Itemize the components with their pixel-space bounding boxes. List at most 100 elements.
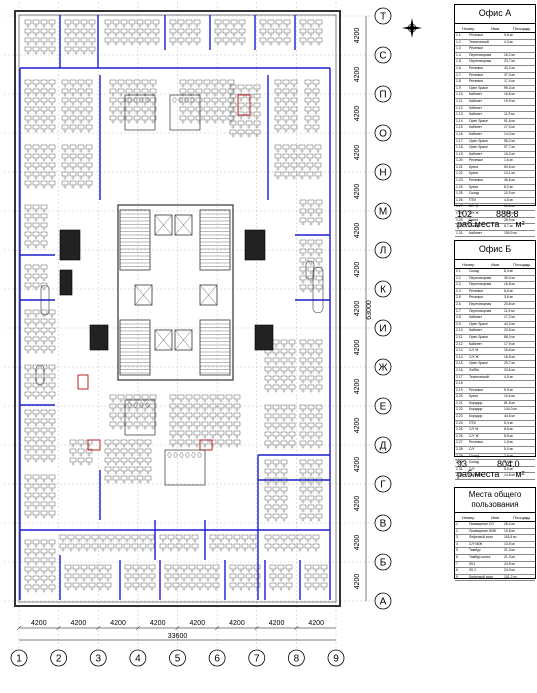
desk (307, 459, 315, 465)
chair (285, 42, 289, 46)
desk (125, 394, 133, 400)
chair (317, 509, 321, 513)
chair (266, 539, 270, 543)
toilet-fixture (178, 97, 183, 103)
chair (301, 213, 305, 217)
desk (24, 373, 32, 379)
desk (264, 495, 272, 501)
chair (214, 578, 218, 582)
chair (26, 314, 30, 318)
desk (264, 404, 272, 410)
chair (34, 42, 38, 46)
chair (71, 176, 75, 180)
meeting-table (305, 260, 315, 280)
desk (315, 266, 323, 272)
desk (133, 412, 141, 418)
desk (172, 582, 180, 588)
chair (149, 548, 153, 552)
desk (307, 208, 315, 214)
desk (88, 37, 96, 43)
chair (282, 353, 286, 357)
desk (48, 427, 56, 433)
room-number: 1.11 (456, 98, 463, 103)
desk (88, 46, 96, 52)
desk (24, 345, 32, 351)
bay-dimension: 4200 (229, 620, 245, 627)
desk (219, 106, 227, 112)
column-marker-circle (10, 649, 28, 667)
desk (169, 19, 177, 25)
room-area: 44,3 м² (504, 321, 516, 326)
chair (127, 417, 131, 421)
office-b-area-unit: м² (515, 469, 525, 479)
desk (136, 457, 144, 463)
desk (196, 582, 204, 588)
desk (96, 573, 104, 579)
chair (26, 553, 30, 557)
desk (112, 439, 120, 445)
column-marker: 8 (287, 649, 305, 667)
chair (50, 423, 54, 427)
desk (99, 543, 107, 549)
chair (63, 149, 67, 153)
chair (195, 24, 199, 28)
chair (266, 445, 270, 449)
desk-cluster (274, 79, 298, 133)
toilet-fixture (127, 97, 132, 103)
chair (42, 580, 46, 584)
chair (130, 24, 134, 28)
room-name: Open Space (469, 145, 488, 150)
desk (299, 275, 307, 281)
chair (82, 42, 86, 46)
room-name: Переговорная (469, 52, 492, 57)
desk (152, 28, 160, 34)
column-marker-circle (50, 649, 68, 667)
desk (112, 28, 120, 34)
desk (259, 28, 267, 34)
chair (193, 539, 197, 543)
room-area: 16,6 м² (504, 204, 516, 209)
chair (114, 33, 118, 37)
desk (109, 88, 117, 94)
chair (298, 548, 302, 552)
chair (279, 587, 283, 591)
chair (205, 102, 209, 106)
chair (227, 444, 231, 448)
chair (255, 587, 259, 591)
chair (206, 587, 210, 591)
chair (309, 509, 313, 513)
chair (154, 24, 158, 28)
desk (290, 171, 298, 177)
desk (209, 403, 217, 409)
room-area: 19,8 м² (504, 528, 516, 533)
room-name: Ресепшн (469, 158, 484, 163)
desk (185, 439, 193, 445)
chair (42, 332, 46, 336)
chair (143, 111, 147, 115)
chair (26, 227, 30, 231)
chair (87, 185, 91, 189)
chair (292, 84, 296, 88)
chair (211, 426, 215, 430)
chair (211, 435, 215, 439)
desk (177, 412, 185, 418)
bay-dimension: 4200 (190, 620, 206, 627)
chair (146, 480, 150, 484)
desk (80, 19, 88, 25)
desk (225, 421, 233, 427)
desk (48, 180, 56, 186)
chair (235, 408, 239, 412)
desk (144, 457, 152, 463)
desk (195, 106, 203, 112)
desk-cluster (24, 364, 56, 400)
column-marker-circle (89, 649, 107, 667)
office-b-seats: 93 (457, 459, 468, 469)
desk (307, 422, 315, 428)
desk (24, 382, 32, 388)
desk (315, 384, 323, 390)
chair (239, 134, 243, 138)
chair (292, 120, 296, 124)
room-area: 14,8 м² (504, 473, 516, 478)
